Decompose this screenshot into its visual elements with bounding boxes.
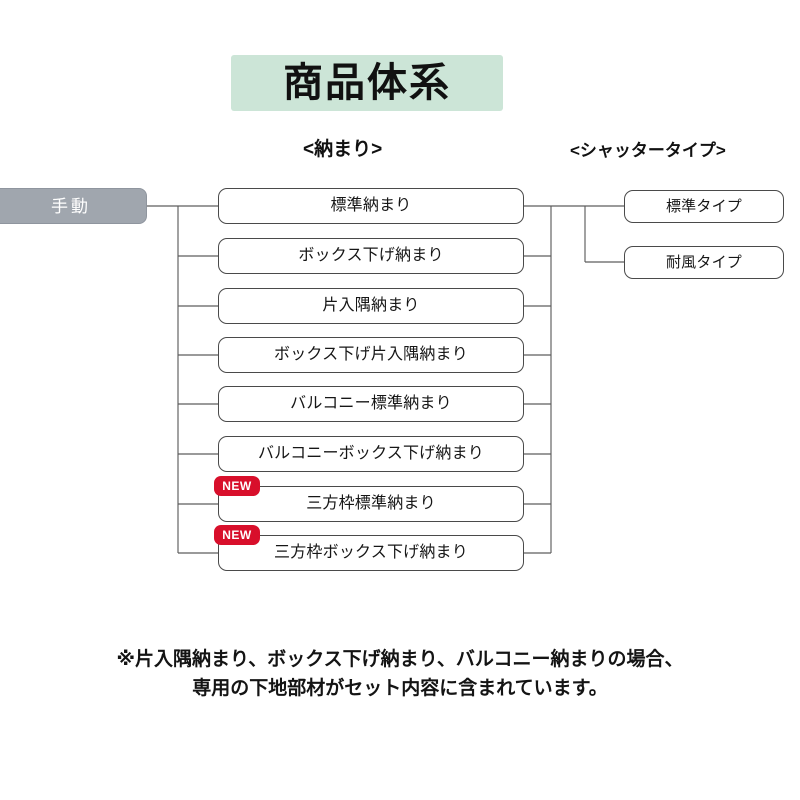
osamari-node-4[interactable]: ボックス下げ片入隅納まり: [218, 337, 524, 373]
footnote: ※片入隅納まり、ボックス下げ納まり、バルコニー納まりの場合、 専用の下地部材がセ…: [0, 645, 800, 704]
osamari-node-label: 片入隅納まり: [322, 297, 420, 314]
osamari-node-7[interactable]: 三方枠標準納まり: [218, 486, 524, 522]
osamari-node-3[interactable]: 片入隅納まり: [218, 288, 524, 324]
footnote-line-2: 専用の下地部材がセット内容に含まれています。: [192, 678, 608, 700]
osamari-node-2[interactable]: ボックス下げ納まり: [218, 238, 524, 274]
osamari-node-label: 標準納まり: [330, 197, 412, 214]
shutter-node-2[interactable]: 耐風タイプ: [624, 246, 784, 279]
osamari-node-label: バルコニーボックス下げ納まり: [257, 445, 484, 462]
page-title: 商品体系: [283, 61, 451, 105]
footnote-line-1: ※片入隅納まり、ボックス下げ納まり、バルコニー納まりの場合、: [116, 649, 684, 670]
osamari-node-label: 三方枠ボックス下げ納まり: [274, 544, 468, 561]
new-badge-icon-node-8: NEW: [214, 525, 260, 545]
osamari-node-label: 三方枠標準納まり: [306, 495, 436, 512]
osamari-node-label: ボックス下げ納まり: [298, 247, 444, 264]
page-title-banner: 商品体系: [231, 55, 503, 111]
osamari-node-8[interactable]: 三方枠ボックス下げ納まり: [218, 535, 524, 571]
root-node-manual[interactable]: 手動: [0, 188, 147, 224]
new-badge-icon-node-7: NEW: [214, 476, 260, 496]
new-badge-label: NEW: [222, 479, 252, 493]
osamari-node-label: バルコニー標準納まり: [290, 395, 452, 412]
osamari-node-5[interactable]: バルコニー標準納まり: [218, 386, 524, 422]
shutter-node-1[interactable]: 標準タイプ: [624, 190, 784, 223]
column-header-shutter: <シャッタータイプ>: [570, 141, 726, 160]
shutter-node-label: 耐風タイプ: [665, 254, 742, 271]
shutter-node-label: 標準タイプ: [665, 198, 742, 215]
column-header-osamari: <納まり>: [303, 139, 383, 160]
osamari-node-6[interactable]: バルコニーボックス下げ納まり: [218, 436, 524, 472]
osamari-node-label: ボックス下げ片入隅納まり: [274, 346, 468, 363]
new-badge-label: NEW: [222, 528, 252, 542]
root-node-label: 手動: [51, 196, 91, 216]
osamari-node-1[interactable]: 標準納まり: [218, 188, 524, 224]
